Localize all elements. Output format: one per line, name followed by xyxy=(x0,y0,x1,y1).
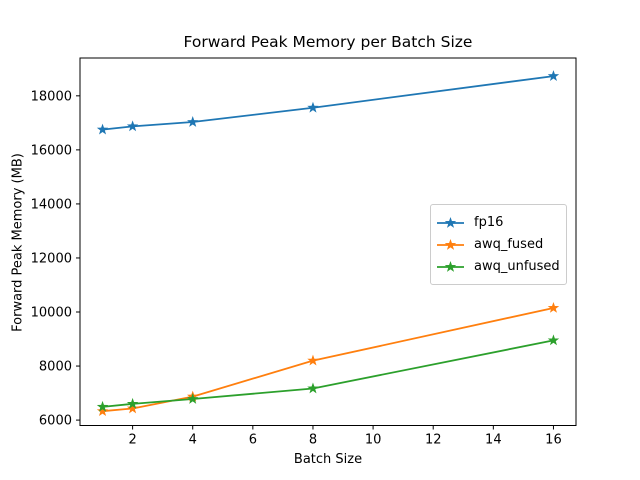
y-tick-label: 16000 xyxy=(31,143,72,158)
marker-fp16 xyxy=(307,101,319,113)
x-tick-label: 10 xyxy=(365,433,382,448)
legend-entry-awq-unfused: awq_unfused xyxy=(437,257,560,276)
legend-label-awq-unfused: awq_unfused xyxy=(474,259,560,274)
x-tick-label: 8 xyxy=(309,433,317,448)
y-tick-label: 14000 xyxy=(31,197,72,212)
marker-fp16 xyxy=(96,123,109,135)
legend: fp16 awq_fused awq_unfused xyxy=(430,204,567,285)
series-line-fp16 xyxy=(102,75,554,131)
marker-awq_unfused xyxy=(126,397,139,409)
legend-handle-awq-unfused xyxy=(437,260,464,272)
y-tick-label: 6000 xyxy=(39,414,72,429)
marker-awq_unfused xyxy=(307,382,319,394)
series-line-awq_unfused xyxy=(102,339,554,408)
y-tick-label: 12000 xyxy=(31,251,72,266)
legend-entry-awq-fused: awq_fused xyxy=(437,235,559,254)
y-tick-label: 10000 xyxy=(31,306,72,321)
series-line-awq_fused xyxy=(102,307,554,413)
y-tick-label: 8000 xyxy=(39,360,72,375)
plot-border xyxy=(79,57,577,426)
marker-fp16 xyxy=(547,70,560,81)
marker-awq_unfused xyxy=(187,393,199,404)
legend-label-fp16: fp16 xyxy=(474,215,504,230)
x-tick-label: 4 xyxy=(189,433,197,448)
marker-awq_fused xyxy=(126,402,139,414)
marker-awq_fused xyxy=(547,301,560,313)
legend-handle-awq-fused xyxy=(437,238,464,250)
legend-handle-fp16 xyxy=(437,216,464,228)
x-tick-label: 12 xyxy=(425,433,442,448)
marker-awq_unfused xyxy=(547,334,560,346)
legend-handle-marker xyxy=(444,216,457,228)
legend-entry-fp16: fp16 xyxy=(437,213,559,232)
x-tick-label: 2 xyxy=(128,433,136,448)
marker-fp16 xyxy=(187,116,199,127)
x-tick-label: 16 xyxy=(545,433,562,448)
marker-fp16 xyxy=(126,120,139,132)
y-tick-label: 18000 xyxy=(31,89,72,104)
x-axis-label: Batch Size xyxy=(293,452,363,467)
x-tick-label: 6 xyxy=(249,433,257,448)
marker-awq_fused xyxy=(96,405,109,417)
legend-handle-marker xyxy=(444,238,457,250)
chart-title: Forward Peak Memory per Batch Size xyxy=(183,33,473,51)
legend-label-awq-fused: awq_fused xyxy=(474,237,544,252)
marker-awq_fused xyxy=(307,354,319,366)
marker-awq_unfused xyxy=(96,400,109,412)
y-axis-label: Forward Peak Memory (MB) xyxy=(10,153,26,332)
x-tick-label: 14 xyxy=(485,433,502,448)
legend-handle-marker xyxy=(444,260,457,272)
